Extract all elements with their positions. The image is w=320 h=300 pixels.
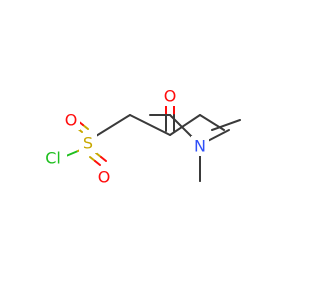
nitrogen-label: N: [194, 137, 206, 156]
atom-chlorine: Cl: [39, 148, 67, 168]
oxygen-carbonyl-label: O: [164, 87, 177, 106]
bond-s-o-bottom-b: [94, 160, 101, 166]
bond-c2-c3: [169, 114, 201, 136]
bond-s-o-bottom-c: [95, 152, 102, 158]
chemical-structure-diagram: Cl S O O O N: [39, 86, 241, 187]
bond-n-methyl-right: [211, 119, 241, 131]
bond-s-cl: [65, 150, 79, 157]
atom-oxygen-carbonyl: O: [161, 86, 179, 106]
bond-c1-c2: [129, 114, 171, 136]
sulfur-label: S: [83, 134, 93, 153]
atom-sulfur: S: [79, 133, 97, 153]
bond-s-o-top-c: [82, 124, 89, 130]
bond-s-c1: [95, 114, 131, 137]
oxygen-bottom-sulfonyl-label: O: [98, 168, 111, 187]
chlorine-label: Cl: [45, 149, 61, 168]
oxygen-top-sulfonyl-label: O: [65, 111, 78, 130]
bond-s-o-bottom-d: [100, 156, 107, 162]
atom-oxygen-top-sulfonyl: O: [62, 110, 80, 130]
atom-nitrogen: N: [191, 136, 209, 156]
atom-oxygen-bottom-sulfonyl: O: [95, 167, 113, 187]
bond-s-o-bottom-a: [89, 156, 96, 162]
